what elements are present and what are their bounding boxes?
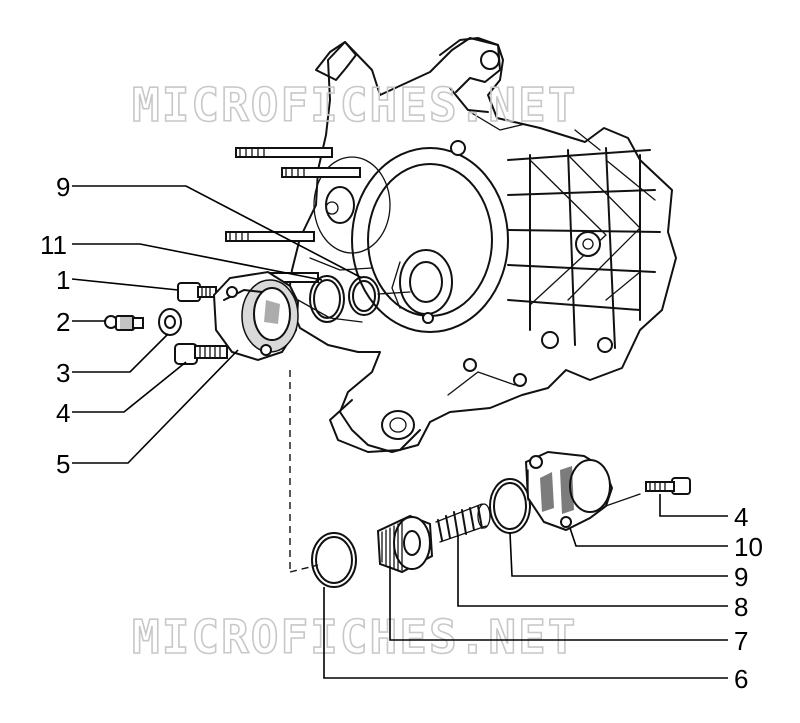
callout-upper-5: 5 [56,449,70,479]
callout-upper-11: 11 [40,230,67,260]
part-10-outer-cover [524,450,614,532]
watermark-top: MICROFICHES.NET [132,78,577,132]
crankcase-housing [287,37,677,453]
callout-upper-2: 2 [56,307,70,337]
part-8-spring [435,503,491,543]
callout-lower-6: 6 [734,664,748,694]
part-6-ring [311,532,357,588]
callout-upper-1: 1 [56,265,70,295]
part-3-washer [158,308,182,336]
part-11-o-ring [309,275,345,323]
callout-lower-9: 9 [734,562,748,592]
callout-upper-4: 4 [56,398,70,428]
part-1-bolt [177,282,217,302]
housing-studs [225,147,361,283]
part-5-filter-cover [212,270,300,362]
callout-labels: 9 11 1 2 3 4 5 4 10 9 8 7 6 [40,172,763,694]
callout-upper-9: 9 [56,172,70,202]
callout-lower-7: 7 [734,626,748,656]
part-2-screw [104,315,144,331]
part-9-o-ring-upper [348,276,380,316]
part-4-bolt-upper [174,343,228,365]
part-4-bolt-lower [645,477,691,495]
leader-lines [71,185,728,679]
watermark-bottom: MICROFICHES.NET [132,610,577,664]
callout-upper-3: 3 [56,358,70,388]
part-7-filter [376,514,434,574]
part-9-o-ring-lower [489,478,531,534]
callout-lower-8: 8 [734,592,748,622]
callout-lower-10: 10 [734,532,763,562]
callout-lower-4: 4 [734,502,748,532]
